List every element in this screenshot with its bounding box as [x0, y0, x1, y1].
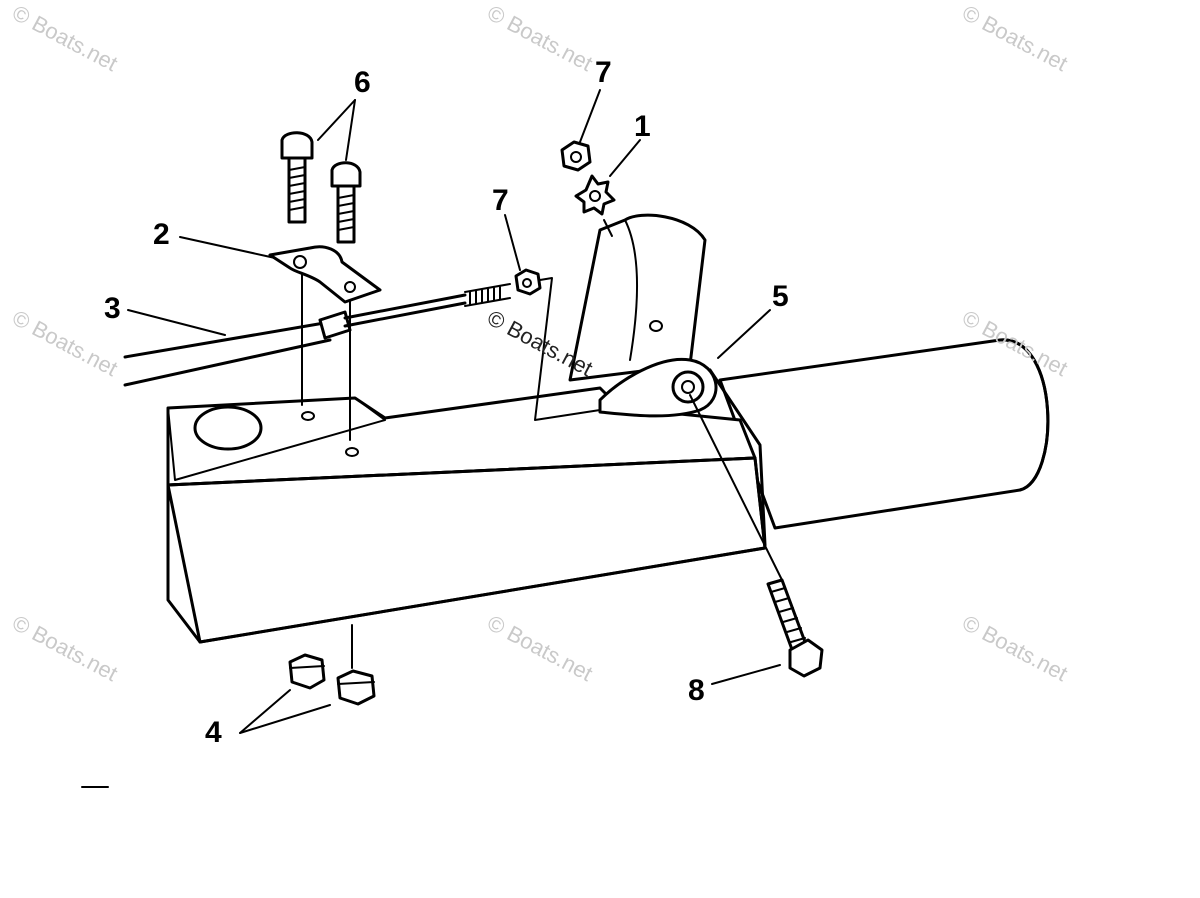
callout-7-top: 7: [595, 56, 612, 89]
nut-top: [560, 140, 592, 172]
callout-3: 3: [104, 292, 121, 325]
nut-cable: [514, 268, 601, 421]
cable: [123, 283, 511, 387]
nuts-bottom: [288, 624, 376, 706]
callout-5: 5: [772, 280, 789, 313]
callout-7-cable: 7: [492, 184, 509, 217]
callout-6: 6: [354, 66, 371, 99]
lock-washer: [574, 174, 616, 237]
callout-2: 2: [153, 218, 170, 251]
tube: [718, 338, 1050, 530]
housing: [166, 386, 767, 644]
lever: [568, 213, 767, 547]
callout-1: 1: [634, 110, 651, 143]
callout-8: 8: [688, 674, 705, 707]
bolt: [689, 394, 824, 678]
leader-lines: [81, 89, 781, 788]
screws: [280, 131, 362, 244]
callout-4: 4: [205, 716, 222, 749]
clamp: [268, 245, 382, 441]
